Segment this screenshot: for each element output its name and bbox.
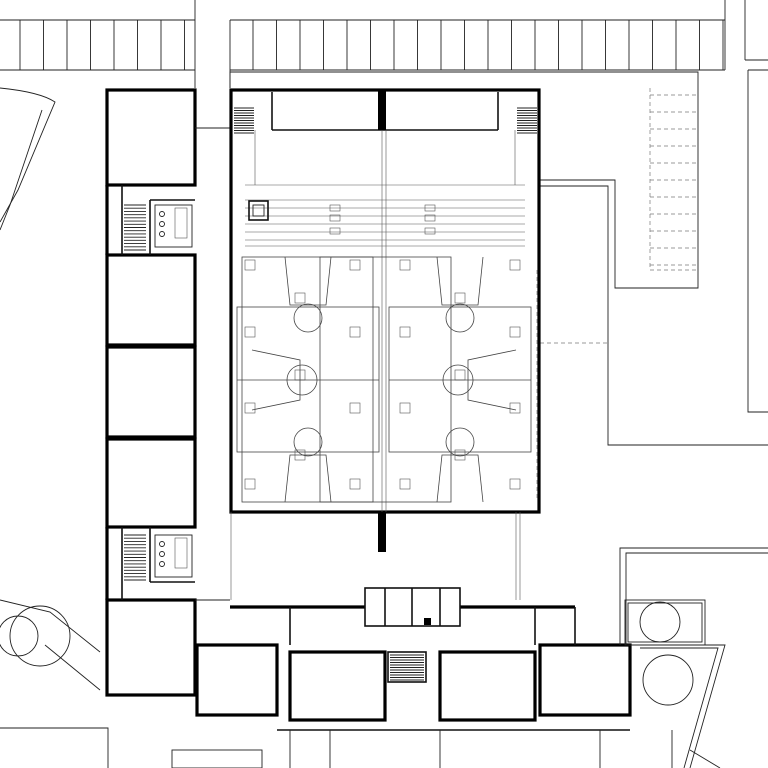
court-floor-marker [510, 479, 520, 489]
court-free-throw-circle [294, 304, 322, 332]
court-floor-marker [245, 403, 255, 413]
top-parking [0, 0, 768, 88]
right-parking [230, 70, 768, 445]
court-floor-marker [295, 293, 305, 303]
fixture-stall [175, 208, 187, 238]
court-floor-marker [455, 370, 465, 380]
court-floor-marker [510, 403, 520, 413]
court-floor-marker [350, 403, 360, 413]
court-lines [237, 307, 379, 452]
court-key [285, 455, 331, 502]
fixture-circle [160, 212, 165, 217]
court-floor-marker [245, 479, 255, 489]
court-boundary [242, 257, 373, 502]
fixture-stall [175, 538, 187, 568]
bleacher-aisle-step [425, 228, 435, 234]
fixture-circle [160, 552, 165, 557]
court-floor-marker [245, 260, 255, 270]
court-key [437, 257, 483, 305]
court-floor-marker [400, 327, 410, 337]
court-key [285, 257, 331, 305]
court-floor-marker [455, 293, 465, 303]
left-landscape [0, 88, 108, 768]
gymnasium [231, 90, 539, 600]
court-free-throw-circle [446, 304, 474, 332]
fixture-circle [160, 562, 165, 567]
fixture-circle [160, 542, 165, 547]
court-floor-marker [400, 403, 410, 413]
court-floor-marker [510, 327, 520, 337]
right-lower-area [620, 548, 768, 768]
bottom-building [172, 588, 672, 768]
court-floor-marker [400, 479, 410, 489]
court-floor-marker [350, 260, 360, 270]
court-boundary [320, 257, 451, 502]
court-floor-marker [350, 327, 360, 337]
fixture-circle [160, 232, 165, 237]
court-floor-marker [245, 327, 255, 337]
court-floor-marker [350, 479, 360, 489]
court-floor-marker [400, 260, 410, 270]
left-wing [107, 90, 230, 695]
fixture-circle [160, 222, 165, 227]
court-floor-marker [510, 260, 520, 270]
court-key [437, 455, 483, 502]
bleacher-aisle-step [330, 228, 340, 234]
